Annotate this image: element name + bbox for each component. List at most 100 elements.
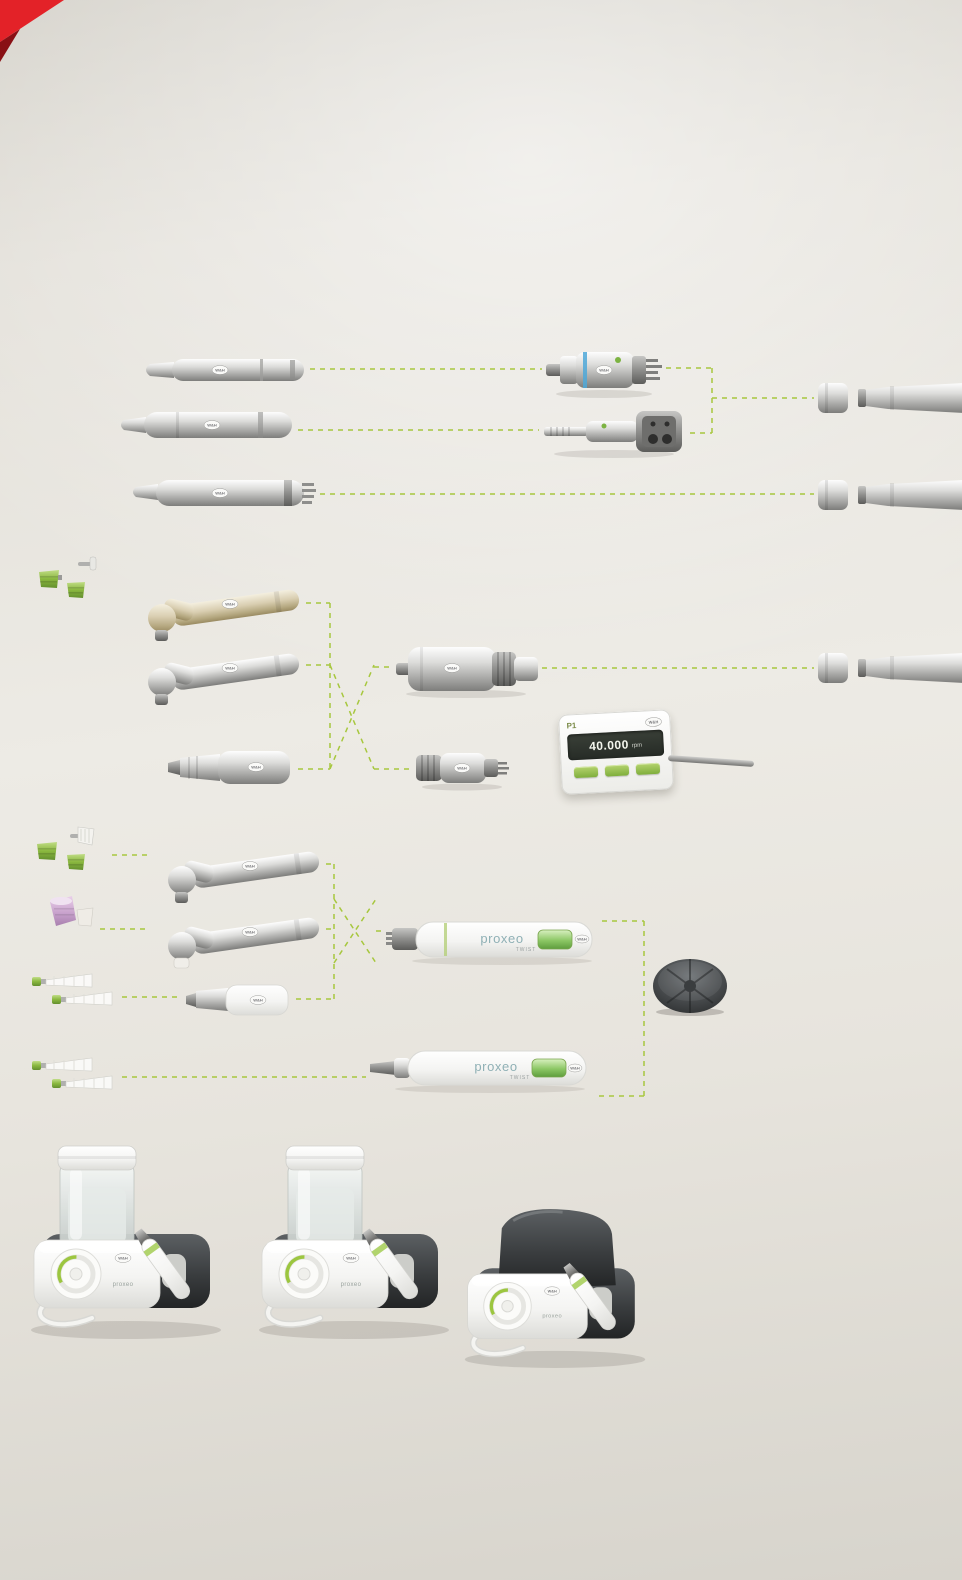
foot-control-disc (653, 959, 727, 1016)
svg-text:W&H: W&H (215, 491, 225, 496)
display-buttons (569, 762, 665, 779)
svg-text:W&H: W&H (447, 666, 457, 671)
proxeo-label: proxeo (341, 1282, 362, 1288)
svg-text:W&H: W&H (649, 719, 659, 724)
connector-line (329, 664, 375, 770)
screw-in-bur-icon (78, 556, 97, 571)
handpiece-turbine-3: W&H (133, 480, 316, 506)
wh-logo-badge: W&H (453, 763, 471, 773)
program-label: P1 (566, 721, 577, 731)
twist-handpiece-cordless: proxeo TWIST W&H (370, 1050, 587, 1093)
wh-logo-badge: W&H (221, 663, 239, 673)
svg-text:W&H: W&H (457, 766, 467, 771)
straight-nosecone: W&H (168, 751, 290, 784)
svg-text:W&H: W&H (225, 602, 235, 607)
wh-logo-badge: W&H (342, 1253, 360, 1263)
contra-angle-prophy-1: W&H (168, 851, 320, 903)
scaler-station-3: W&H proxeo (464, 1209, 646, 1368)
connector-line (333, 898, 377, 964)
water-bottle (285, 1145, 365, 1249)
electric-motor: W&H (396, 647, 538, 698)
scaler-unit-body: W&H proxeo (261, 1239, 389, 1309)
wh-logo-badge: W&H (645, 716, 662, 727)
handpiece-turbine-2: W&H (121, 412, 292, 438)
control-display-unit: P1 W&H 40.000 rpm (557, 709, 675, 795)
coupling-green-dot (615, 357, 621, 363)
hose-connector-middle (818, 480, 962, 510)
screw-in-brush-icon (32, 1057, 93, 1072)
svg-text:W&H: W&H (599, 368, 609, 373)
svg-text:W&H: W&H (570, 1066, 580, 1071)
wh-logo-badge: W&H (574, 934, 590, 944)
coupling-roto-quick: W&H (546, 352, 662, 398)
svg-text:W&H: W&H (245, 864, 255, 869)
coupling-blue-ring (583, 352, 587, 388)
wh-logo-badge: W&H (249, 995, 267, 1005)
prophy-cup-pale-icon (76, 907, 94, 927)
display-button (604, 764, 630, 777)
proxeo-label: proxeo (113, 1282, 134, 1288)
svg-text:W&H: W&H (245, 930, 255, 935)
scaler-unit-body: W&H proxeo (33, 1239, 161, 1309)
svg-text:W&H: W&H (251, 765, 261, 770)
coupling-4hole (544, 411, 682, 458)
scaler-station-1: W&H proxeo (31, 1145, 221, 1339)
svg-text:W&H: W&H (548, 1289, 557, 1293)
svg-text:W&H: W&H (118, 1256, 128, 1261)
svg-text:W&H: W&H (215, 368, 225, 373)
air-motor: W&H (416, 753, 509, 791)
proxeo-label: proxeo (474, 1059, 517, 1074)
wh-logo-badge: W&H (211, 488, 229, 498)
rpm-unit: rpm (631, 742, 643, 750)
coupling-green-dot (601, 423, 607, 429)
prophy-cup-green-icon (39, 570, 62, 588)
handpiece-turbine-1: W&H (146, 359, 304, 381)
prophy-nosecone: W&H (186, 984, 289, 1016)
rpm-display: 40.000 rpm (567, 729, 665, 761)
hose-connector-top (818, 383, 962, 413)
proxeo-label: proxeo (480, 931, 523, 946)
prophy-cup-green-icon (37, 842, 57, 860)
rpm-value: 40.000 (588, 737, 630, 754)
wh-logo-badge: W&H (595, 365, 613, 375)
twist-label: TWIST (516, 947, 537, 953)
screw-in-brush-icon (52, 1075, 113, 1090)
screw-in-brush-icon (52, 991, 113, 1006)
display-button (635, 762, 661, 775)
twist-handpiece-corded: proxeo TWIST W&H (386, 921, 593, 965)
wh-logo-badge: W&H (211, 365, 229, 375)
prophy-cup-pink-icon (50, 896, 76, 926)
water-bottle (57, 1145, 137, 1249)
contra-angle-gold: W&H (148, 589, 300, 641)
connector-line (333, 898, 377, 964)
dark-cover (498, 1209, 616, 1290)
wh-logo-badge: W&H (443, 663, 461, 673)
scaler-handpiece (134, 1228, 191, 1300)
green-indicator-window (537, 929, 573, 950)
scaler-station-2: W&H proxeo (259, 1145, 449, 1339)
twist-label: TWIST (510, 1075, 531, 1081)
svg-text:W&H: W&H (253, 998, 263, 1003)
scaler-unit-body: W&H proxeo (467, 1273, 588, 1339)
scaler-handpiece (563, 1263, 616, 1331)
hose-connector-bottom (818, 653, 962, 683)
prophy-cup-green-icon (67, 582, 85, 598)
wh-logo-badge: W&H (114, 1253, 132, 1263)
svg-text:W&H: W&H (225, 666, 235, 671)
brand-corner-ribbon (0, 0, 64, 62)
wh-logo-badge: W&H (241, 861, 259, 871)
contra-angle-prophy-2: W&H (168, 917, 320, 969)
prophy-cup-green-icon (67, 854, 85, 870)
svg-text:W&H: W&H (577, 937, 587, 942)
connector-line (329, 664, 375, 770)
screw-in-brush-icon (32, 973, 93, 988)
scaler-handpiece (362, 1228, 419, 1300)
wh-logo-badge: W&H (221, 599, 239, 609)
wh-logo-badge: W&H (241, 927, 259, 937)
proxeo-label: proxeo (542, 1314, 562, 1320)
wh-logo-badge: W&H (203, 420, 221, 430)
wh-logo-badge: W&H (567, 1063, 583, 1073)
wh-logo-badge: W&H (247, 762, 265, 772)
